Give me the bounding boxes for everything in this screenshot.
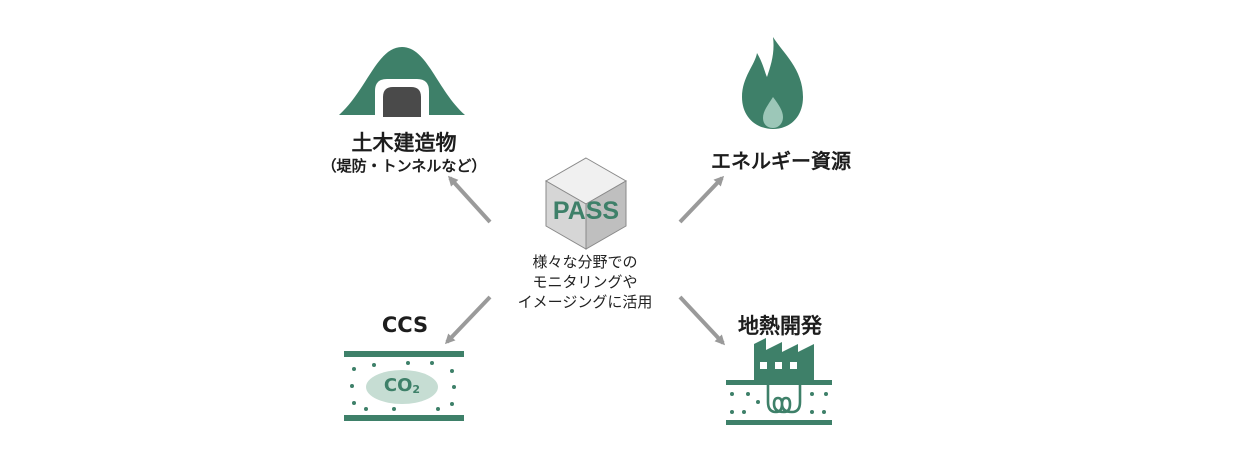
pass-cube-icon xyxy=(544,157,628,250)
co2-subscript: 2 xyxy=(412,383,421,396)
arrow-to-energy xyxy=(678,175,725,224)
flame-icon xyxy=(742,37,803,129)
civil-subtitle: （堤防・トンネルなど） xyxy=(321,157,487,175)
tunnel-icon xyxy=(339,47,465,117)
co2-label: CO2 xyxy=(372,375,432,396)
factory-geothermal-icon xyxy=(726,338,832,425)
arrow-to-civil xyxy=(447,175,492,224)
co2-text: CO xyxy=(383,375,413,396)
center-caption: 様々な分野での モニタリングや イメージングに活用 xyxy=(490,252,680,312)
caption-line-3: イメージングに活用 xyxy=(517,293,653,311)
civil-title: 土木建造物 xyxy=(351,131,457,155)
energy-title: エネルギー資源 xyxy=(711,149,851,173)
geothermal-title: 地熱開発 xyxy=(738,314,822,338)
caption-line-1: 様々な分野での xyxy=(532,253,638,271)
caption-line-2: モニタリングや xyxy=(532,273,638,291)
arrow-to-geothermal xyxy=(678,295,726,346)
arrow-to-ccs xyxy=(444,295,492,345)
ccs-title: CCS xyxy=(381,313,429,337)
pass-logo-text: PASS xyxy=(552,197,620,225)
co2-storage-icon xyxy=(344,351,464,421)
